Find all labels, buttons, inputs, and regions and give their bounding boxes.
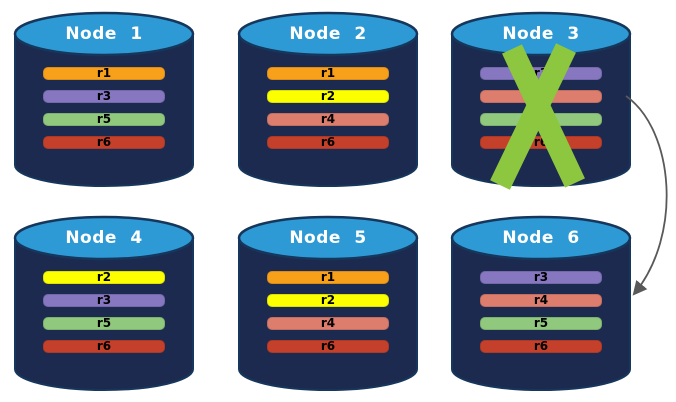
replica-bar: r6 — [480, 340, 602, 353]
replica-bar: r1 — [267, 67, 389, 80]
node-title: Node 1 — [65, 24, 143, 44]
replica-bar: r1 — [43, 67, 165, 80]
replica-bar: r5 — [480, 113, 602, 126]
node-title: Node 6 — [502, 228, 580, 248]
node-3: Node 3 r3 r4 r5 r6 — [450, 11, 632, 188]
node-title: Node 3 — [502, 24, 580, 44]
replica-bar: r6 — [43, 340, 165, 353]
replica-list: r1 r2 r4 r6 — [237, 67, 419, 149]
replica-bar: r2 — [267, 90, 389, 103]
replica-bar: r1 — [267, 271, 389, 284]
replica-bar: r6 — [267, 340, 389, 353]
node-1: Node 1 r1 r3 r5 r6 — [13, 11, 195, 188]
replica-bar: r6 — [43, 136, 165, 149]
failover-arrow — [625, 95, 668, 296]
node-title: Node 2 — [289, 24, 367, 44]
node-4: Node 4 r2 r3 r5 r6 — [13, 215, 195, 392]
cylinder-top — [13, 215, 195, 261]
replica-list: r2 r3 r5 r6 — [13, 271, 195, 353]
replica-bar: r5 — [480, 317, 602, 330]
replica-bar: r6 — [480, 136, 602, 149]
cylinder-top — [237, 215, 419, 261]
cylinder-top — [13, 11, 195, 57]
replica-bar: r3 — [43, 90, 165, 103]
replica-bar: r4 — [480, 90, 602, 103]
replica-bar: r3 — [480, 67, 602, 80]
replica-bar: r3 — [43, 294, 165, 307]
node-6: Node 6 r3 r4 r5 r6 — [450, 215, 632, 392]
node-2: Node 2 r1 r2 r4 r6 — [237, 11, 419, 188]
replica-bar: r3 — [480, 271, 602, 284]
replica-bar: r4 — [480, 294, 602, 307]
replica-bar: r5 — [43, 113, 165, 126]
cylinder-top — [237, 11, 419, 57]
node-title: Node 5 — [289, 228, 367, 248]
replica-list: r1 r2 r4 r6 — [237, 271, 419, 353]
node-title: Node 4 — [65, 228, 143, 248]
replica-bar: r2 — [43, 271, 165, 284]
replica-list: r3 r4 r5 r6 — [450, 67, 632, 149]
replica-bar: r4 — [267, 317, 389, 330]
node-5: Node 5 r1 r2 r4 r6 — [237, 215, 419, 392]
replica-bar: r6 — [267, 136, 389, 149]
replica-list: r3 r4 r5 r6 — [450, 271, 632, 353]
replica-list: r1 r3 r5 r6 — [13, 67, 195, 149]
replica-bar: r5 — [43, 317, 165, 330]
replica-bar: r2 — [267, 294, 389, 307]
replica-bar: r4 — [267, 113, 389, 126]
